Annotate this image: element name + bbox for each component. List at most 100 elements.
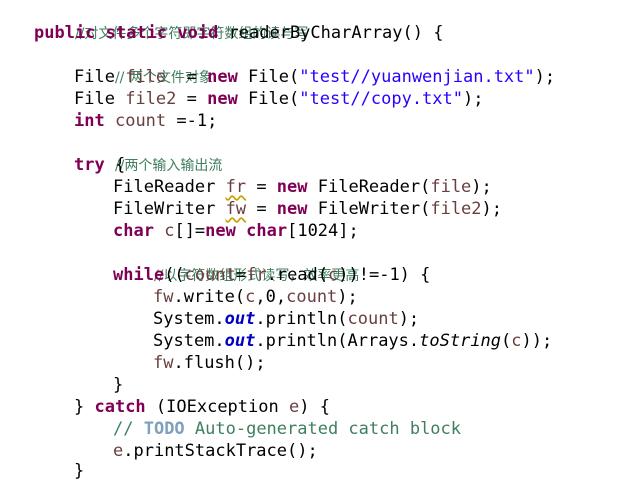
punctuation: ( bbox=[501, 331, 512, 351]
code-line-8[interactable]: try { bbox=[74, 154, 125, 176]
brace: { bbox=[104, 155, 126, 175]
method-call: .printStackTrace(); bbox=[123, 441, 318, 461]
punctuation: ); bbox=[471, 177, 492, 197]
class-name: System. bbox=[153, 331, 225, 351]
brace: } bbox=[113, 375, 124, 395]
brace: } bbox=[74, 397, 95, 417]
code-line-16[interactable]: System.out.println(Arrays.toString(c)); bbox=[153, 330, 552, 352]
keyword-void: void bbox=[177, 23, 219, 43]
code-line-4[interactable]: File file = new File("test//yuanwenjian.… bbox=[74, 66, 555, 88]
class-name: System. bbox=[153, 309, 225, 329]
constructor-call: FileReader( bbox=[307, 177, 431, 197]
method-call: .flush(); bbox=[173, 353, 266, 373]
punctuation: ); bbox=[463, 89, 484, 109]
keyword-public: public bbox=[34, 23, 96, 43]
array-size: [1024]; bbox=[287, 221, 359, 241]
code-line-10[interactable]: FileWriter fw = new FileWriter(file2); bbox=[113, 198, 502, 220]
method-call: .write( bbox=[173, 287, 246, 307]
keyword-static: static bbox=[105, 23, 168, 43]
method-call: .println( bbox=[255, 309, 348, 329]
code-line-22[interactable]: } bbox=[74, 460, 84, 482]
code-line-13[interactable]: while((count=fr.read(c))!=-1) { bbox=[113, 264, 430, 286]
assignment: =-1; bbox=[166, 111, 218, 131]
method-call: .println(Arrays. bbox=[255, 331, 420, 351]
punctuation: ); bbox=[337, 287, 358, 307]
local-variable: file2 bbox=[430, 199, 482, 219]
exception-type: (IOException bbox=[145, 397, 289, 417]
operator: []= bbox=[174, 221, 206, 241]
local-variable: c bbox=[328, 265, 339, 285]
punctuation: ); bbox=[481, 199, 503, 219]
todo-tag: TODO bbox=[143, 419, 185, 439]
code-line-5[interactable]: File file2 = new File("test//copy.txt"); bbox=[74, 88, 483, 110]
punctuation: ) { bbox=[299, 397, 330, 417]
local-variable: fr bbox=[246, 265, 267, 285]
local-variable: file bbox=[430, 177, 472, 197]
code-line-20[interactable]: // TODO Auto-generated catch block bbox=[113, 418, 461, 440]
local-variable: count bbox=[184, 265, 236, 285]
comment: // 两个文件对象 bbox=[114, 70, 213, 86]
local-variable: e bbox=[113, 441, 124, 461]
operator: = bbox=[235, 265, 247, 285]
local-variable: count bbox=[347, 309, 399, 329]
string-literal: "test//yuanwenjian.txt" bbox=[299, 67, 535, 87]
code-line-2[interactable]: public static void readerByCharArray() { bbox=[34, 22, 443, 44]
code-line-9[interactable]: FileReader fr = new FileReader(file); bbox=[113, 176, 492, 198]
punctuation: )); bbox=[521, 331, 553, 351]
space bbox=[154, 221, 164, 241]
local-variable: c bbox=[164, 221, 175, 241]
local-variable: c bbox=[511, 331, 522, 351]
condition: ))!=-1) { bbox=[338, 265, 431, 285]
comment: //对文件多个字符即字符数组的读与写 bbox=[74, 26, 309, 42]
space bbox=[105, 111, 115, 131]
code-line-15[interactable]: System.out.println(count); bbox=[153, 308, 419, 330]
keyword-new: new bbox=[207, 89, 238, 109]
type-name: File bbox=[74, 89, 126, 109]
constructor-call: File( bbox=[237, 89, 300, 109]
local-variable-warning: fw bbox=[225, 199, 247, 219]
operator: = bbox=[246, 177, 277, 197]
local-variable: count bbox=[286, 287, 338, 307]
keyword-while: while bbox=[113, 265, 165, 285]
local-variable-warning: fr bbox=[225, 177, 247, 197]
constructor-call: FileWriter( bbox=[307, 199, 431, 219]
local-variable: count bbox=[114, 111, 167, 131]
operator: = bbox=[176, 89, 208, 109]
type-name: FileWriter bbox=[113, 199, 226, 219]
space bbox=[236, 221, 246, 241]
code-line-17[interactable]: fw.flush(); bbox=[153, 352, 266, 374]
keyword-catch: catch bbox=[94, 397, 146, 417]
comment: Auto-generated catch block bbox=[184, 419, 462, 439]
code-line-12[interactable]: //以字符数组形式读写，效率更高 bbox=[113, 242, 359, 284]
method-call: .read( bbox=[266, 265, 329, 285]
comment: //以字符数组形式读写，效率更高 bbox=[153, 268, 360, 284]
local-variable: c bbox=[245, 287, 256, 307]
operator: = bbox=[246, 199, 277, 219]
static-field: out bbox=[224, 309, 256, 329]
local-variable: file bbox=[125, 67, 167, 87]
code-line-21[interactable]: e.printStackTrace(); bbox=[113, 440, 318, 462]
code-line-19[interactable]: } catch (IOException e) { bbox=[74, 396, 330, 418]
keyword-new: new bbox=[276, 177, 308, 197]
code-line-6[interactable]: int count =-1; bbox=[74, 110, 217, 132]
keyword-int: int bbox=[74, 111, 105, 131]
code-line-3[interactable]: // 两个文件对象 bbox=[74, 44, 213, 86]
code-line-1[interactable]: //对文件多个字符即字符数组的读与写 bbox=[34, 0, 308, 42]
string-literal: "test//copy.txt" bbox=[299, 89, 463, 109]
code-line-11[interactable]: char c[]=new char[1024]; bbox=[113, 220, 359, 242]
code-line-18[interactable]: } bbox=[113, 374, 123, 396]
local-variable: fw bbox=[153, 287, 174, 307]
keyword-new: new bbox=[207, 67, 238, 87]
comment: //两个输入输出流 bbox=[114, 158, 223, 174]
keyword-try: try bbox=[74, 155, 105, 175]
keyword-char: char bbox=[113, 221, 154, 241]
constructor-call: File( bbox=[237, 67, 300, 87]
arguments: ,0, bbox=[255, 287, 287, 307]
code-line-14[interactable]: fw.write(c,0,count); bbox=[153, 286, 358, 308]
keyword-new: new bbox=[276, 199, 308, 219]
static-method: toString bbox=[419, 331, 502, 351]
punctuation: (( bbox=[164, 265, 185, 285]
code-line-7[interactable]: //两个输入输出流 bbox=[74, 132, 222, 174]
method-signature: readerByCharArray() { bbox=[218, 23, 444, 43]
